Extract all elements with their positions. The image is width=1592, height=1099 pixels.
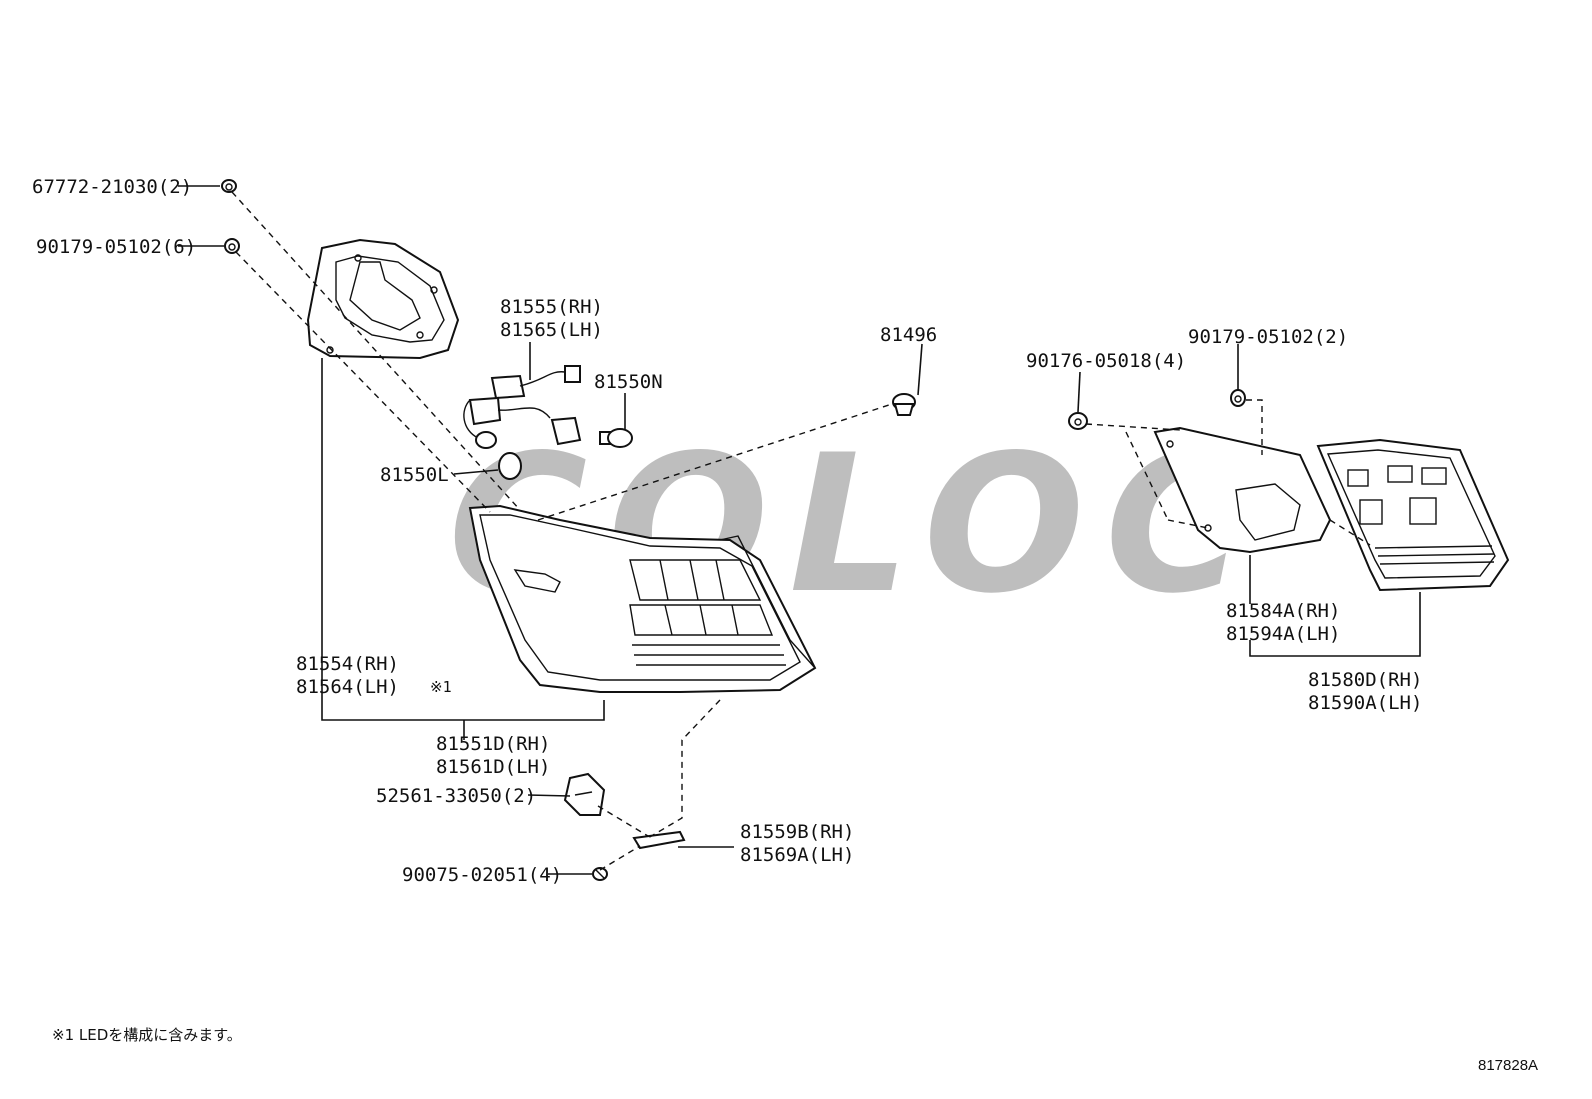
label-81565-lh: 81565(LH)	[500, 319, 603, 341]
label-81590a-lh: 81590A(LH)	[1308, 692, 1422, 714]
label-81496: 81496	[880, 324, 937, 346]
bracket-52561-drawing	[563, 772, 606, 816]
label-81555-rh: 81555(RH)	[500, 296, 603, 318]
tail-lamp-81551d-drawing	[468, 504, 817, 693]
leader-lines	[178, 185, 1421, 875]
assembly-lines	[231, 191, 1371, 871]
label-67772-21030: 67772-21030(2)	[32, 176, 192, 198]
screw-90176-icon	[1068, 412, 1088, 430]
label-81550n: 81550N	[594, 371, 663, 393]
label-81550l: 81550L	[380, 464, 449, 486]
label-81554-rh: 81554(RH)	[296, 653, 399, 675]
label-81564-lh: 81564(LH)	[296, 676, 399, 698]
bulb-81550l-icon	[498, 452, 522, 480]
label-81559b-rh: 81559B(RH)	[740, 821, 854, 843]
clip-81496-icon	[892, 393, 916, 416]
retainer-81559b-drawing	[632, 830, 686, 850]
inner-gasket-81584a-drawing	[1153, 426, 1332, 554]
label-81561d-lh: 81561D(LH)	[436, 756, 550, 778]
nut-90179-left-icon	[224, 238, 240, 254]
diagram-reference-number: 817828A	[1478, 1057, 1538, 1074]
label-90179-05102-left: 90179-05102(6)	[36, 236, 196, 258]
gasket-81554-drawing	[306, 238, 460, 360]
label-81580d-rh: 81580D(RH)	[1308, 669, 1422, 691]
label-90075-02051: 90075-02051(4)	[402, 864, 562, 886]
label-52561-33050: 52561-33050(2)	[376, 785, 536, 807]
nut-90179-right-icon	[1230, 389, 1246, 407]
label-90179-05102-right: 90179-05102(2)	[1188, 326, 1348, 348]
label-81584a-rh: 81584A(RH)	[1226, 600, 1340, 622]
screw-90075-icon	[592, 867, 608, 881]
bulb-81550n-icon	[599, 428, 633, 448]
label-81551d-rh: 81551D(RH)	[436, 733, 550, 755]
footnote: ※1 LEDを構成に含みます。	[52, 1026, 242, 1044]
label-90176-05018: 90176-05018(4)	[1026, 350, 1186, 372]
inner-lamp-81580d-drawing	[1316, 438, 1510, 592]
label-81594a-lh: 81594A(LH)	[1226, 623, 1340, 645]
label-81569a-lh: 81569A(LH)	[740, 844, 854, 866]
socket-wire-81555-drawing	[463, 365, 582, 449]
grommet-67772-icon	[221, 179, 237, 193]
label-note-mark: ※1	[430, 678, 452, 696]
